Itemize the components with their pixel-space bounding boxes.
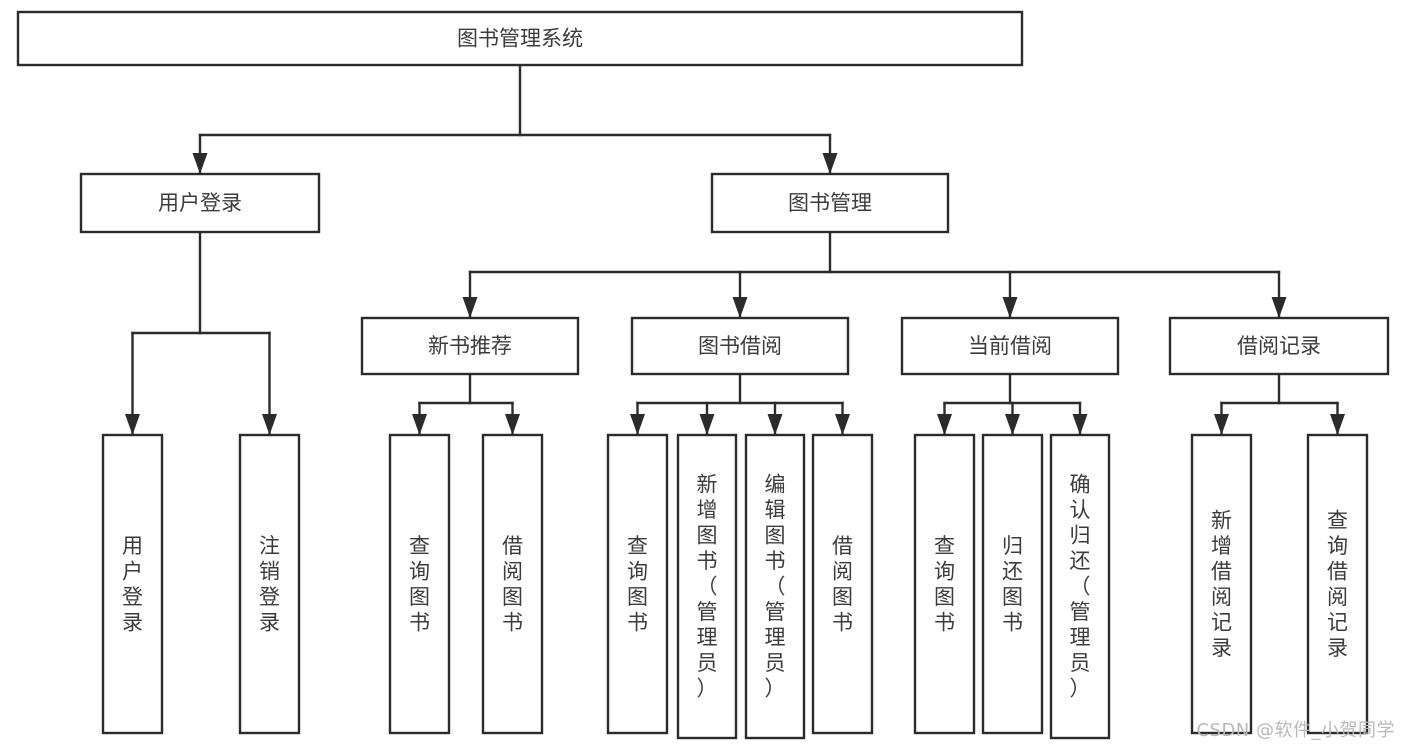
node-box[interactable]	[676, 433, 738, 740]
node-box[interactable]	[630, 316, 850, 376]
node-label: 借阅图书	[832, 534, 853, 635]
node-label: 用户登录	[122, 534, 143, 635]
node-label: 归还图书	[1002, 534, 1023, 635]
node-box[interactable]	[79, 172, 321, 234]
node-label: 新增借阅记录	[1211, 508, 1232, 660]
edge-group-borrow_record	[1214, 372, 1345, 435]
node-box[interactable]	[744, 433, 806, 740]
node-box[interactable]	[710, 172, 950, 234]
node-leaf_query_book_3[interactable]: 查询图书	[913, 433, 976, 735]
node-user_login[interactable]: 用户登录	[79, 172, 321, 234]
node-leaf_query_book_1[interactable]: 查询图书	[388, 433, 451, 735]
node-leaf_user_login[interactable]: 用户登录	[101, 433, 164, 735]
node-leaf_query_record[interactable]: 查询借阅记录	[1306, 433, 1369, 735]
node-root[interactable]: 图书管理系统	[16, 10, 1024, 67]
node-box[interactable]	[913, 433, 976, 735]
node-box[interactable]	[238, 433, 301, 735]
node-label: 新增图书（管理员）	[697, 473, 718, 701]
node-leaf_borrow_book_1[interactable]: 借阅图书	[481, 433, 544, 735]
node-box[interactable]	[388, 433, 451, 735]
node-leaf_edit_book[interactable]: 编辑图书（管理员）	[744, 433, 806, 740]
node-box[interactable]	[981, 433, 1044, 735]
node-leaf_logout[interactable]: 注销登录	[238, 433, 301, 735]
edge-group-new_book_rec	[412, 372, 520, 435]
node-leaf_query_book_2[interactable]: 查询图书	[606, 433, 669, 735]
node-label: 注销登录	[259, 534, 280, 635]
node-book_mgmt[interactable]: 图书管理	[710, 172, 950, 234]
node-leaf_return_book[interactable]: 归还图书	[981, 433, 1044, 735]
node-label: 编辑图书（管理员）	[765, 473, 786, 701]
node-box[interactable]	[811, 433, 874, 735]
node-leaf_confirm_return[interactable]: 确认归还（管理员）	[1049, 433, 1111, 740]
node-box[interactable]	[101, 433, 164, 735]
node-label: 借阅记录	[1237, 334, 1321, 358]
edge-group-book_borrow	[630, 372, 850, 435]
node-label: 确认归还（管理员）	[1070, 473, 1091, 701]
node-box[interactable]	[606, 433, 669, 735]
node-leaf_add_book[interactable]: 新增图书（管理员）	[676, 433, 738, 740]
edge-group-user_login	[125, 230, 277, 435]
node-label: 查询图书	[934, 534, 955, 635]
node-box[interactable]	[16, 10, 1024, 67]
node-box[interactable]	[900, 316, 1120, 376]
node-box[interactable]	[1168, 316, 1390, 376]
node-label: 借阅图书	[502, 534, 523, 635]
node-box[interactable]	[1190, 433, 1253, 735]
node-label: 查询图书	[627, 534, 648, 635]
node-label: 查询借阅记录	[1327, 508, 1348, 660]
nodes-layer: 图书管理系统用户登录图书管理新书推荐图书借阅当前借阅借阅记录用户登录注销登录查询…	[16, 10, 1390, 740]
node-box[interactable]	[1049, 433, 1111, 740]
watermark-text: CSDN @软件_小贺同学	[1196, 720, 1395, 741]
node-current_borrow[interactable]: 当前借阅	[900, 316, 1120, 376]
edge-group-root	[192, 63, 838, 174]
node-label: 当前借阅	[968, 334, 1052, 358]
node-box[interactable]	[481, 433, 544, 735]
edge-group-current_borrow	[937, 372, 1088, 435]
node-label: 用户登录	[158, 191, 242, 215]
node-label: 图书管理系统	[457, 27, 583, 51]
node-leaf_add_record[interactable]: 新增借阅记录	[1190, 433, 1253, 735]
node-leaf_borrow_book_2[interactable]: 借阅图书	[811, 433, 874, 735]
node-new_book_rec[interactable]: 新书推荐	[360, 316, 580, 376]
edge-group-book_mgmt	[462, 230, 1287, 318]
node-box[interactable]	[1306, 433, 1369, 735]
node-borrow_record[interactable]: 借阅记录	[1168, 316, 1390, 376]
node-label: 新书推荐	[428, 334, 512, 358]
node-label: 图书借阅	[698, 334, 782, 358]
edges-layer	[125, 63, 1345, 435]
node-book_borrow[interactable]: 图书借阅	[630, 316, 850, 376]
node-label: 查询图书	[409, 534, 430, 635]
node-box[interactable]	[360, 316, 580, 376]
node-label: 图书管理	[788, 191, 872, 215]
